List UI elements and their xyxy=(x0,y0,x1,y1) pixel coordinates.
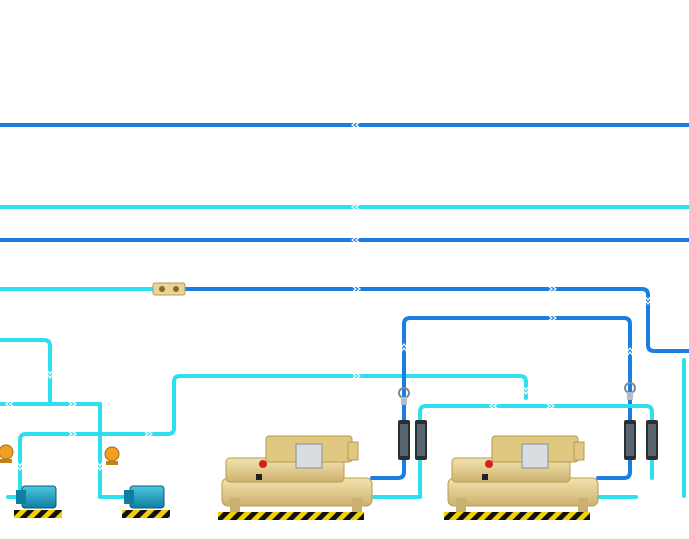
filter-icon[interactable] xyxy=(624,420,636,460)
chiller-supply-pipes xyxy=(370,314,634,480)
valve-icon[interactable] xyxy=(624,382,636,400)
chiller-icon[interactable] xyxy=(218,435,373,520)
chiller-icon[interactable] xyxy=(444,435,599,520)
brand-badge-icon xyxy=(259,460,267,468)
flow-arrows xyxy=(351,121,652,305)
pump-icon[interactable] xyxy=(14,485,62,518)
valve-icon[interactable] xyxy=(398,387,410,405)
chiller-return-pipes xyxy=(370,358,686,499)
flow-meter-icon[interactable] xyxy=(152,282,186,296)
brand-badge-icon xyxy=(485,460,493,468)
valve-icon[interactable] xyxy=(104,446,120,465)
filter-icon[interactable] xyxy=(398,420,410,460)
filter-icon[interactable] xyxy=(646,420,658,460)
valve-icon[interactable] xyxy=(0,444,14,463)
header-pipe-4-supply xyxy=(178,287,689,353)
pump-icon[interactable] xyxy=(122,485,170,518)
pump-branch-pipes xyxy=(0,338,530,499)
main-header-pipes xyxy=(0,123,689,353)
filter-icon[interactable] xyxy=(415,420,427,460)
